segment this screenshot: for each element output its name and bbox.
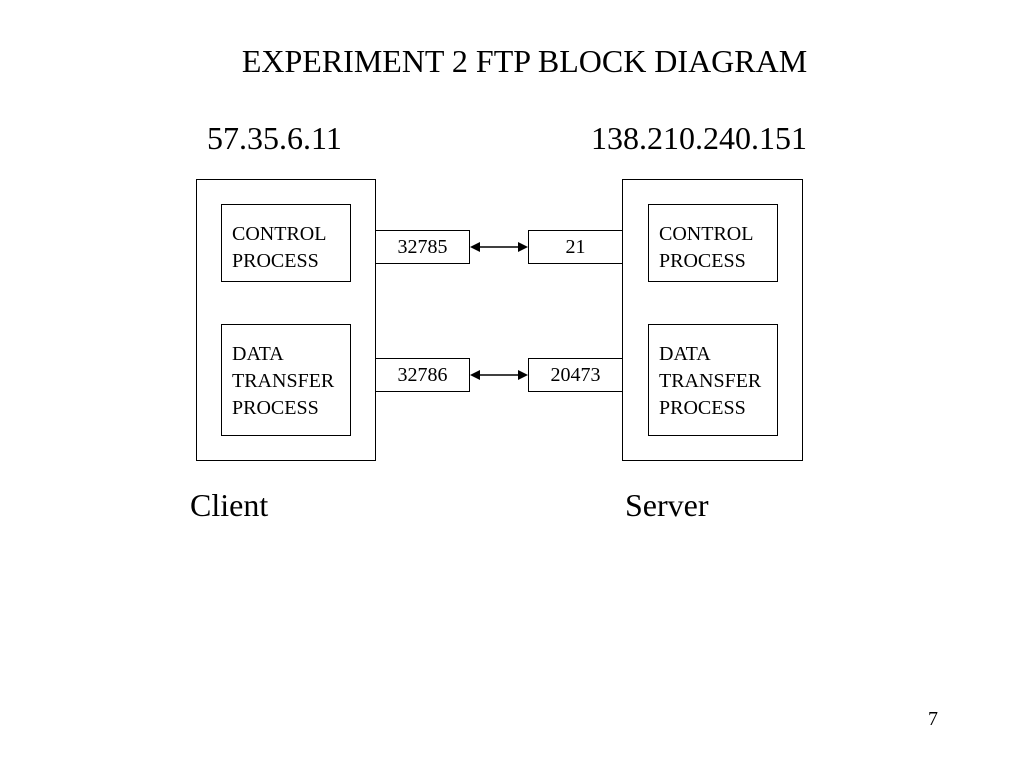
server-ip-address: 138.210.240.151 [591,120,807,156]
client-control-process-label: CONTROL PROCESS [232,223,327,272]
server-control-process-box: CONTROL PROCESS [648,204,778,282]
server-label: Server [625,487,709,523]
control-connection-arrow [470,242,528,252]
server-control-port-box: 21 [528,230,623,264]
client-ip-address: 57.35.6.11 [207,120,342,156]
server-data-transfer-process-label: DATA TRANSFER PROCESS [659,343,762,419]
diagram-title: EXPERIMENT 2 FTP BLOCK DIAGRAM [241,43,808,79]
server-host-box: CONTROL PROCESS DATA TRANSFER PROCESS [622,179,803,461]
client-data-port-box: 32786 [375,358,470,392]
server-data-port-box: 20473 [528,358,623,392]
client-control-process-box: CONTROL PROCESS [221,204,351,282]
client-control-port-box: 32785 [375,230,470,264]
server-control-process-label: CONTROL PROCESS [659,223,754,272]
client-label: Client [190,487,269,523]
server-data-transfer-process-box: DATA TRANSFER PROCESS [648,324,778,436]
client-data-transfer-process-box: DATA TRANSFER PROCESS [221,324,351,436]
data-connection-arrow [470,370,528,380]
client-host-box: CONTROL PROCESS DATA TRANSFER PROCESS [196,179,376,461]
client-data-transfer-process-label: DATA TRANSFER PROCESS [232,343,335,419]
page-number: 7 [928,708,938,730]
